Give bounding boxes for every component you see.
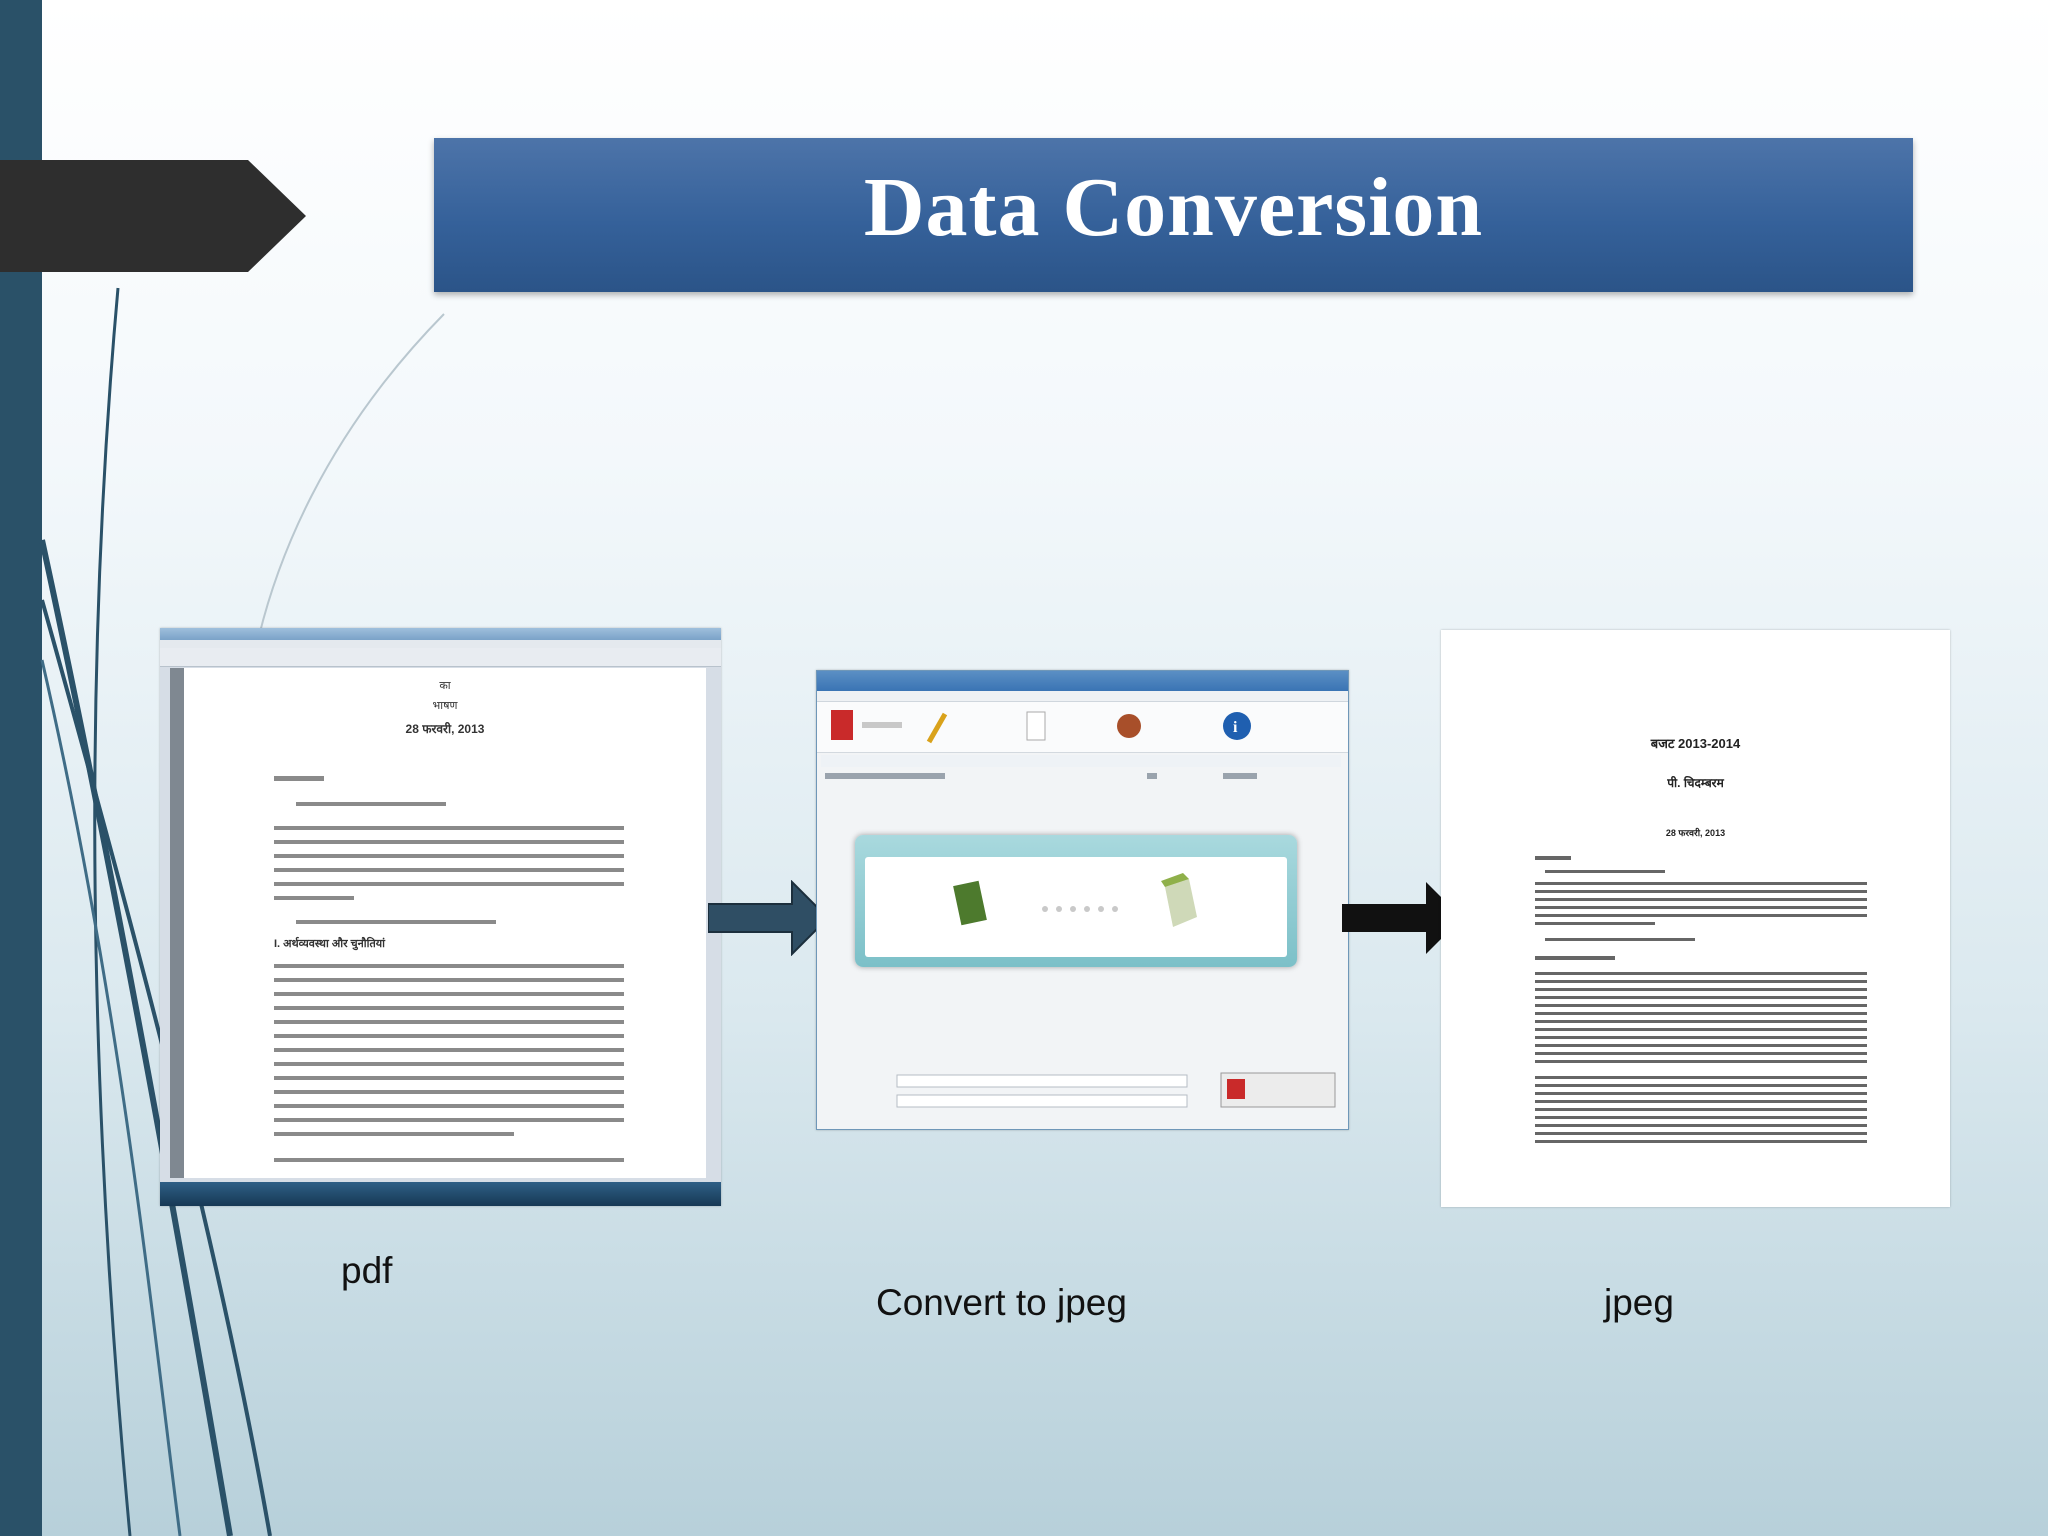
jpeg-caption: jpeg xyxy=(1604,1282,1674,1323)
jpeg-subheading: पी. चिदम्बरम xyxy=(1667,776,1724,790)
pdf-date: 28 फरवरी, 2013 xyxy=(405,722,485,736)
jpeg-date: 28 फरवरी, 2013 xyxy=(1665,828,1726,838)
right-arrow-icon xyxy=(708,880,830,956)
chevron-marker xyxy=(0,160,306,272)
pdf-caption: pdf xyxy=(341,1250,393,1291)
slide-title: Data Conversion xyxy=(863,160,1484,254)
right-arrow-icon xyxy=(1342,882,1462,954)
pdf-screenshot: का भाषण 28 फरवरी, 2013 xyxy=(160,628,721,1206)
jpeg-screenshot: बजट 2013-2014 पी. चिदम्बरम 28 फरवरी, 201… xyxy=(1441,630,1950,1207)
title-banner: Data Conversion xyxy=(434,138,1913,292)
svg-text:i: i xyxy=(1233,719,1238,736)
pdf-heading: भाषण xyxy=(432,700,458,712)
convert-caption: Convert to jpeg xyxy=(876,1282,1127,1323)
converter-screenshot: i xyxy=(816,670,1349,1130)
pdf-section-heading: I. अर्थव्यवस्था और चुनौतियां xyxy=(274,938,385,950)
jpeg-heading: बजट 2013-2014 xyxy=(1650,736,1741,751)
